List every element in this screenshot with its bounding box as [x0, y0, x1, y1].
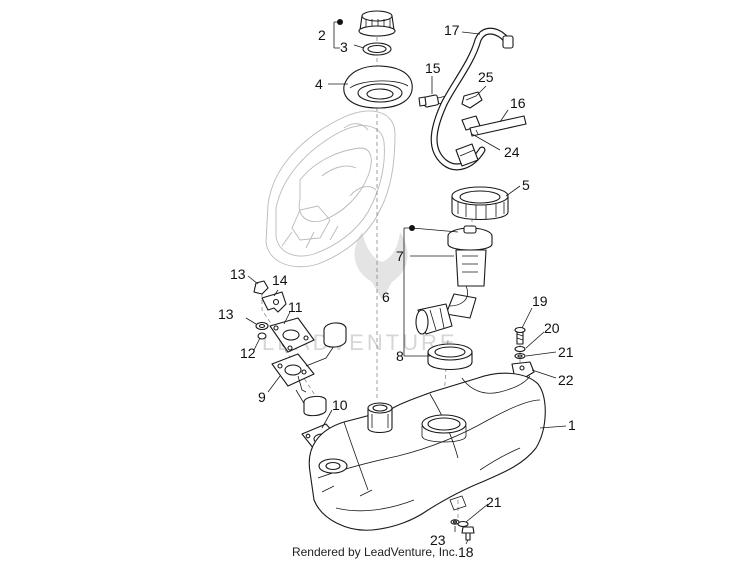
washer-23	[450, 519, 460, 525]
fuel-pump-assembly	[445, 225, 493, 319]
sender-nut	[257, 332, 267, 340]
washer-21-upper	[514, 352, 526, 360]
filler-cover-boot	[343, 65, 413, 109]
callout-5: 5	[522, 177, 530, 193]
callout-1: 1	[568, 417, 576, 433]
callout-24: 24	[504, 144, 520, 160]
pump-ring-nut	[451, 186, 509, 220]
sender-bracket	[261, 291, 287, 313]
callout-6: 6	[382, 289, 390, 305]
breather-valve	[418, 94, 447, 108]
callout-7: 7	[396, 248, 404, 264]
callout-18: 18	[458, 544, 474, 560]
level-sender-nut-upper	[253, 280, 269, 295]
quick-connector	[455, 115, 481, 167]
screw-18	[461, 526, 475, 541]
callout-labels: 1 2 3 4 5 6 7 8 9 10 11 12 13 13 14 15 1…	[218, 22, 576, 560]
callout-16: 16	[510, 95, 526, 111]
scooter-body-ghost	[265, 110, 396, 268]
callout-13-upper: 13	[230, 266, 246, 282]
callout-23: 23	[430, 532, 446, 548]
callout-21-lower: 21	[486, 494, 502, 510]
callout-20: 20	[544, 320, 560, 336]
cap-gasket	[362, 42, 392, 56]
callout-11: 11	[288, 299, 303, 315]
hose-clip	[461, 91, 483, 109]
callout-10: 10	[332, 397, 348, 413]
callout-14: 14	[272, 272, 288, 288]
footer-credit: Rendered by LeadVenture, Inc.	[291, 545, 459, 559]
callout-19: 19	[532, 293, 548, 309]
callout-15: 15	[425, 60, 441, 76]
fuel-level-sender	[271, 322, 347, 417]
washer-20	[514, 345, 526, 353]
callout-2: 2	[318, 27, 326, 43]
fuel-pipe	[469, 115, 527, 137]
callout-13-lower: 13	[218, 306, 234, 322]
breather-hose	[430, 27, 514, 171]
callout-9: 9	[258, 389, 266, 405]
leader-lines	[245, 31, 567, 545]
pump-seal	[427, 343, 473, 371]
callout-12: 12	[240, 345, 256, 361]
fuel-tank	[308, 372, 546, 531]
callout-8: 8	[396, 348, 404, 364]
screw-19	[514, 326, 526, 345]
fuel-filler-cap	[358, 10, 396, 37]
watermark-logo	[354, 232, 408, 300]
callout-3: 3	[340, 39, 348, 55]
callout-17: 17	[444, 22, 460, 38]
callout-22: 22	[558, 372, 574, 388]
callout-4: 4	[315, 76, 323, 92]
sender-gasket	[269, 317, 315, 353]
pump-strainer	[415, 303, 453, 335]
level-sender-washer-lower	[255, 321, 269, 331]
group-bracket-2-3	[333, 19, 343, 49]
callout-25: 25	[478, 69, 494, 85]
callout-21-upper: 21	[558, 344, 574, 360]
